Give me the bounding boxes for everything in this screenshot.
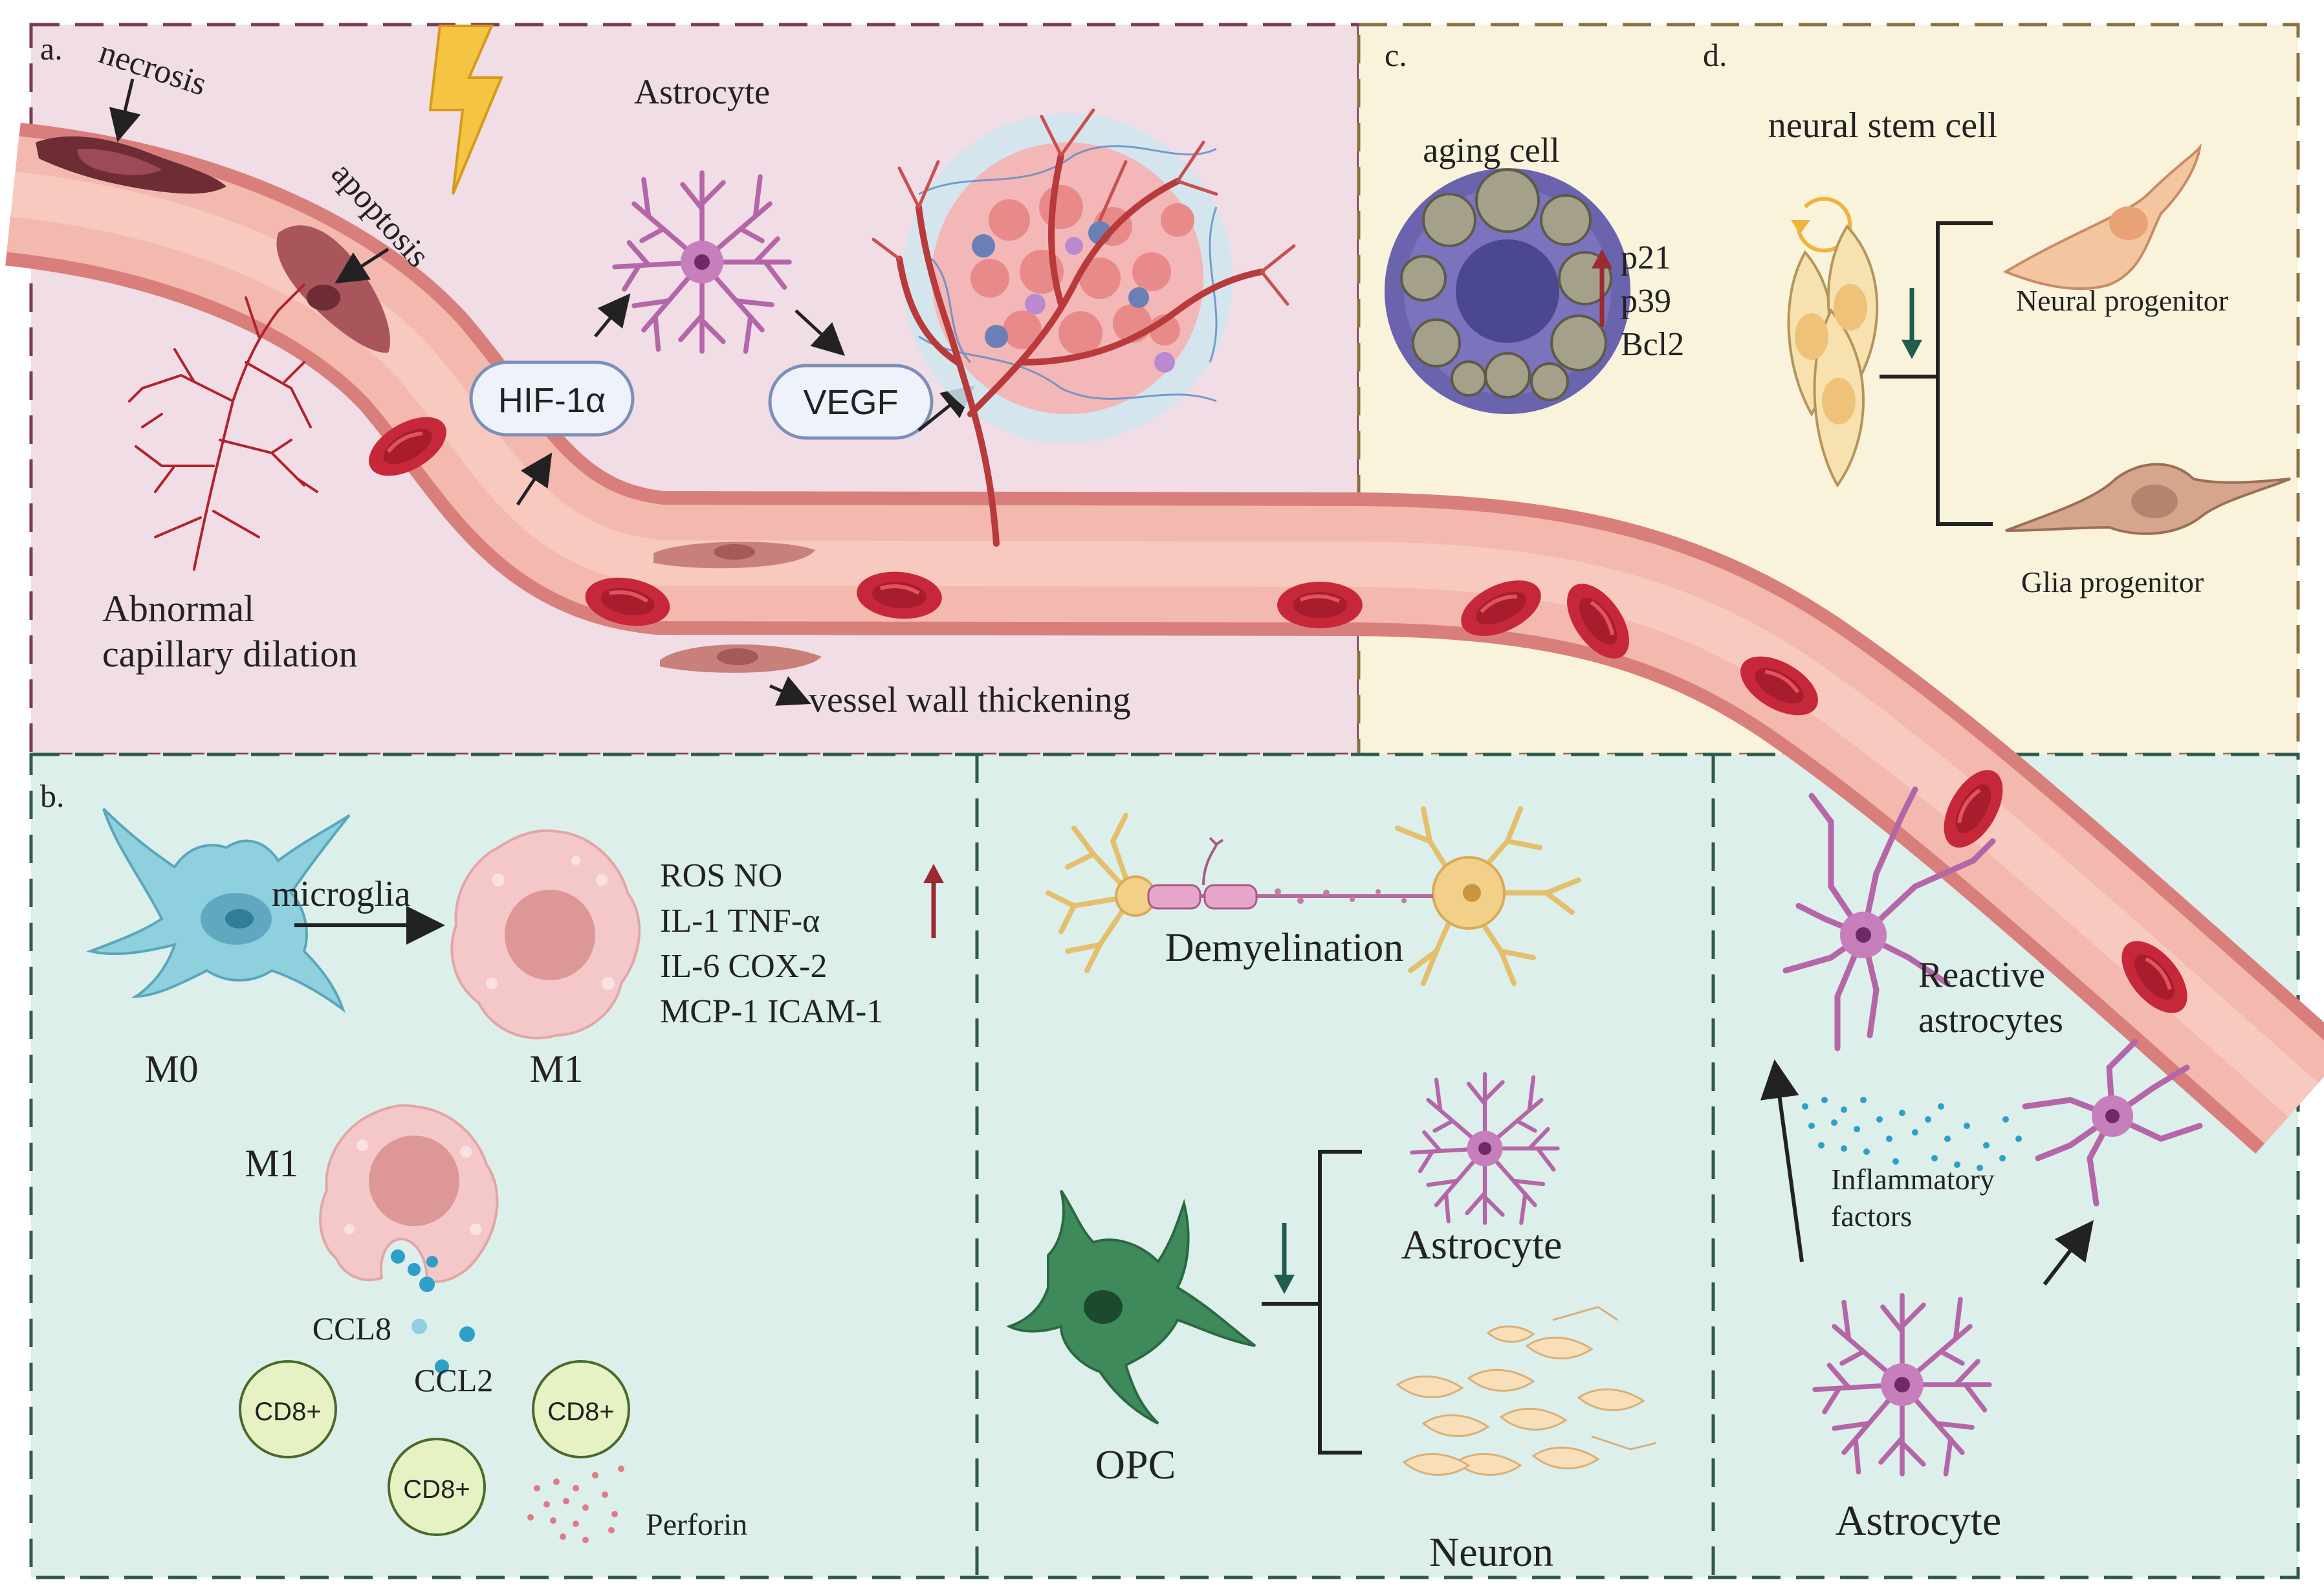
aging-cell-label: aging cell	[1423, 131, 1559, 170]
aging-up-arrowhead	[1592, 249, 1612, 269]
demyelination-neuron	[1046, 806, 1581, 986]
microglia-m1-secreting	[319, 1104, 499, 1283]
cd8-label-1: CD8+	[254, 1398, 321, 1426]
marker-p39: p39	[1621, 283, 1671, 320]
microglia-m0	[86, 807, 351, 1013]
factor-3: IL-6 COX-2	[660, 948, 828, 985]
vessel-wall-label: vessel wall thickening	[809, 680, 1131, 720]
apoptosis-arrow	[334, 247, 389, 284]
nsc-label: neural stem cell	[1768, 105, 1998, 146]
microglia-arrow-label: microglia	[272, 874, 411, 914]
m1-label: M1	[529, 1048, 583, 1090]
reactive-astrocyte-1	[1782, 786, 1996, 1051]
inflammatory-factor-dots	[1802, 1097, 2022, 1171]
marker-bcl2: Bcl2	[1621, 326, 1684, 363]
demyelination-label: Demyelination	[1165, 926, 1403, 970]
perforin-dots	[527, 1466, 624, 1543]
opc-cell	[1005, 1189, 1256, 1425]
astrocyte-label-a: Astrocyte	[634, 72, 770, 111]
lightning-icon	[428, 25, 503, 195]
nsc-down-arrowhead	[1902, 340, 1922, 359]
panel-c-letter: c.	[1385, 37, 1407, 73]
microglia-m1	[450, 829, 641, 1040]
factor-4: MCP-1 ICAM-1	[660, 993, 883, 1030]
aging-cell	[1385, 168, 1630, 414]
vessel-wall-arrow	[769, 676, 811, 706]
astrocyte-to-reactive-arrow-2	[2043, 1220, 2094, 1286]
ccl8-label: CCL8	[312, 1310, 391, 1346]
inflammatory-label-1: Inflammatory	[1831, 1163, 1995, 1196]
neuron-cluster	[1396, 1306, 1657, 1476]
self-renew-arrowhead	[1791, 220, 1810, 234]
panel-b-letter: b.	[40, 778, 65, 814]
reactive-label-2: astrocytes	[1918, 1000, 2063, 1040]
perforin-label: Perforin	[646, 1508, 747, 1542]
apoptosis-cell	[276, 225, 391, 353]
astrocyte-bottom-label: Astrocyte	[1836, 1497, 2002, 1544]
astrocyte-to-vegf-arrow	[795, 309, 846, 357]
astrocyte-to-reactive-arrow-1	[1760, 1059, 1804, 1262]
factor-1: ROS NO	[660, 857, 782, 894]
vessel-wall-cells	[653, 542, 822, 673]
panel-a-letter: a.	[40, 30, 63, 67]
glia-progenitor-cell	[2005, 463, 2291, 535]
neural-progenitor-label: Neural progenitor	[2016, 284, 2228, 317]
vessel-to-hif-arrow	[516, 452, 553, 506]
necrosis-arrow	[109, 78, 141, 142]
neuron-label: Neuron	[1429, 1529, 1553, 1575]
chemokine-dots	[391, 1249, 475, 1374]
nsc-bracket	[1880, 221, 1993, 526]
opc-bracket	[1262, 1150, 1362, 1455]
cd8-label-3: CD8+	[547, 1398, 614, 1426]
necrosis-cell	[36, 136, 226, 194]
vegf-box	[768, 364, 934, 440]
astrocyte-opc-label: Astrocyte	[1401, 1222, 1562, 1268]
inflammatory-label-2: factors	[1831, 1200, 1912, 1233]
angiogenesis-mass	[872, 108, 1296, 547]
ccl2-label: CCL2	[414, 1362, 493, 1398]
reactive-astrocyte-2	[2022, 1038, 2203, 1207]
abnormal-dilation-line2: capillary dilation	[102, 633, 358, 675]
neural-stem-cells	[1787, 224, 1879, 488]
marker-p21: p21	[1621, 239, 1671, 276]
factor-2: IL-1 TNF-α	[660, 903, 820, 939]
opc-down-arrowhead	[1274, 1275, 1295, 1294]
panel-d-letter: d.	[1703, 37, 1727, 73]
glia-progenitor-label: Glia progenitor	[2021, 566, 2204, 599]
m0-label: M0	[144, 1048, 198, 1090]
hif-to-astrocyte-arrow	[594, 293, 631, 338]
neural-progenitor-cell	[2002, 143, 2202, 291]
opc-label: OPC	[1095, 1442, 1176, 1488]
hif-1a-box	[469, 360, 635, 437]
hif-1a-label: HIF-1α	[498, 381, 606, 420]
abnormal-dilation-line1: Abnormal	[102, 588, 254, 630]
abnormal-capillary-icon	[128, 283, 318, 571]
reactive-label-1: Reactive	[1918, 955, 2045, 995]
m1-lower-label: M1	[245, 1142, 298, 1185]
rbc	[1277, 582, 1363, 628]
factors-up-arrowhead	[923, 864, 944, 883]
vegf-label: VEGF	[803, 383, 898, 422]
cd8-label-2: CD8+	[403, 1475, 470, 1504]
